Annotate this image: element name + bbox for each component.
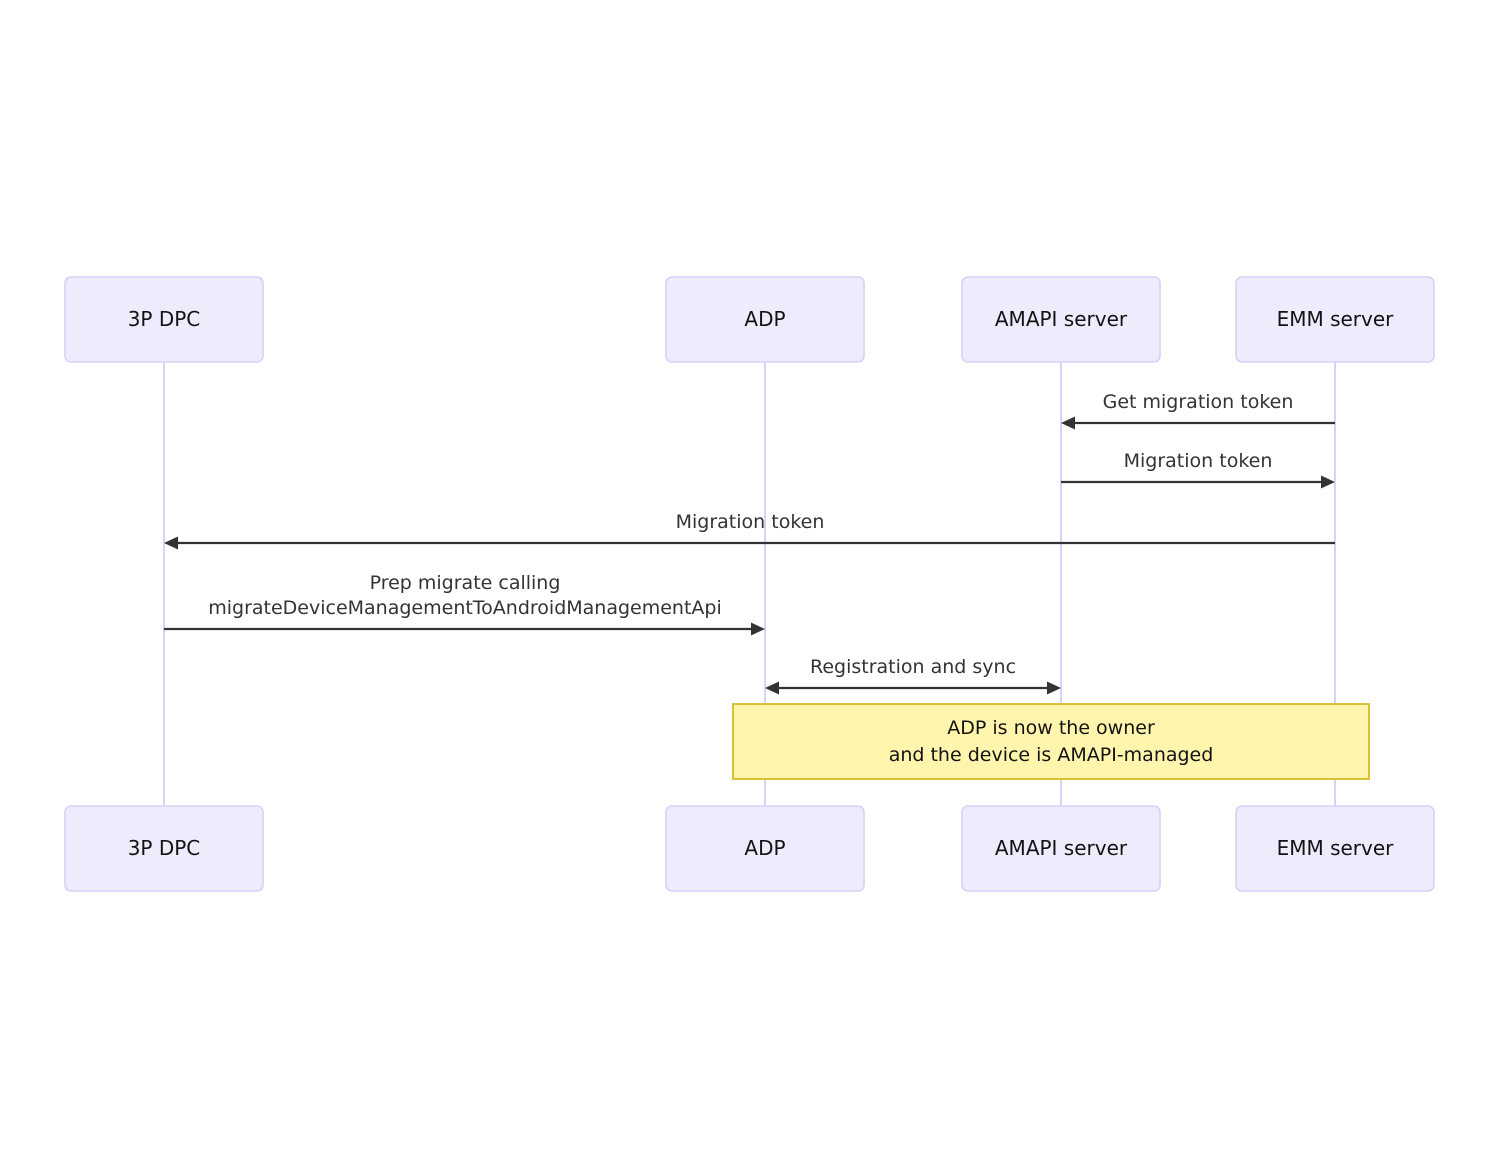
actor-label-bottom-dpc: 3P DPC [127, 836, 201, 860]
message-arrowhead-1 [1061, 416, 1075, 430]
message-label-5: Registration and sync [809, 656, 1017, 678]
actor-box-top-adp[interactable] [665, 276, 865, 363]
actor-box-bottom-amapi[interactable] [961, 805, 1161, 892]
actor-box-top-emm[interactable] [1235, 276, 1435, 363]
actor-label-bottom-amapi: AMAPI server [994, 836, 1128, 860]
notes-group [732, 703, 1370, 780]
actor-label-bottom-adp: ADP [744, 836, 786, 860]
note-text-note-owner: ADP is now the owner and the device is A… [888, 716, 1214, 766]
message-arrowhead-2 [1321, 475, 1335, 489]
actor-box-bottom-dpc[interactable] [64, 805, 264, 892]
message-label-3: Migration token [675, 511, 825, 533]
actor-box-bottom-adp[interactable] [665, 805, 865, 892]
message-label-4: Prep migrate calling migrateDeviceManage… [208, 572, 722, 620]
actor-box-top-dpc[interactable] [64, 276, 264, 363]
message-label-2: Migration token [1123, 450, 1273, 472]
actor-boxes-group [64, 276, 1435, 892]
actor-label-bottom-emm: EMM server [1276, 836, 1394, 860]
message-arrowhead-4 [751, 622, 765, 636]
actor-label-top-adp: ADP [744, 307, 786, 331]
note-box-note-owner [732, 703, 1370, 780]
actor-box-top-amapi[interactable] [961, 276, 1161, 363]
message-label-1: Get migration token [1102, 391, 1294, 413]
actor-box-bottom-emm[interactable] [1235, 805, 1435, 892]
message-arrowhead-5 [1047, 681, 1061, 695]
messages-group [164, 416, 1335, 695]
actor-label-top-amapi: AMAPI server [994, 307, 1128, 331]
message-arrowhead-5 [765, 681, 779, 695]
message-arrowhead-3 [164, 536, 178, 550]
actor-label-top-dpc: 3P DPC [127, 307, 201, 331]
actor-label-top-emm: EMM server [1276, 307, 1394, 331]
